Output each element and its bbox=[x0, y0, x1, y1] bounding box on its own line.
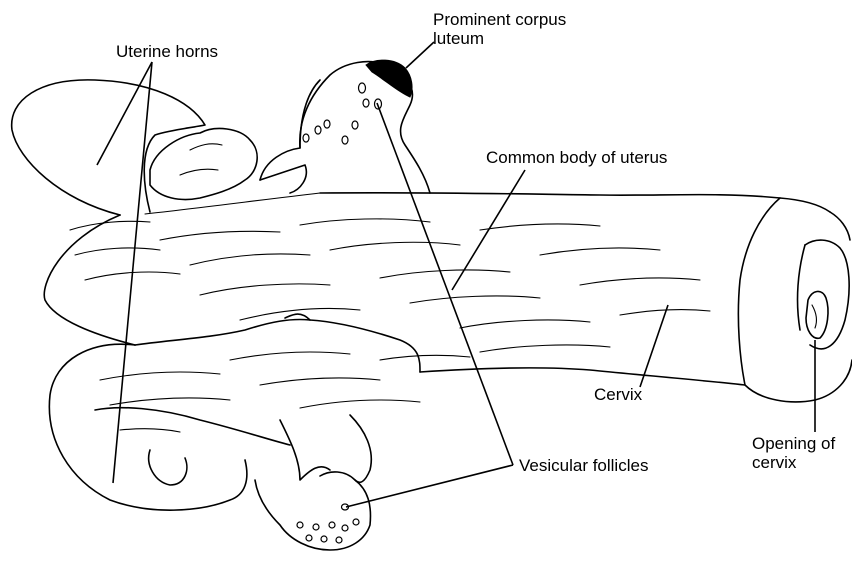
lower-uterine-horn bbox=[49, 344, 247, 510]
lower-ovary bbox=[255, 472, 370, 550]
label-common-body: Common body of uterus bbox=[486, 148, 667, 168]
label-opening-of: Opening of bbox=[752, 434, 835, 454]
cervix-leader bbox=[640, 305, 668, 387]
common-body-leader bbox=[452, 170, 525, 290]
corpus-luteum bbox=[366, 60, 412, 97]
upper-oviduct bbox=[150, 129, 257, 200]
label-uterine-horns: Uterine horns bbox=[116, 42, 218, 62]
label-opening-cervix: cervix bbox=[752, 453, 796, 473]
label-luteum: luteum bbox=[433, 29, 484, 49]
corpus-luteum-leader bbox=[406, 42, 434, 68]
lower-follicles bbox=[297, 504, 359, 543]
label-cervix: Cervix bbox=[594, 385, 642, 405]
vesicular-follicles-leader-lower bbox=[346, 465, 513, 507]
cervix-end bbox=[738, 198, 852, 402]
label-prominent-corpus: Prominent corpus bbox=[433, 10, 566, 30]
leader-lines bbox=[97, 42, 815, 507]
cervix-opening bbox=[806, 291, 828, 338]
upper-uterine-horn bbox=[12, 80, 205, 215]
uterus-body-outline bbox=[320, 193, 830, 212]
label-vesicular-follicles: Vesicular follicles bbox=[519, 456, 648, 476]
